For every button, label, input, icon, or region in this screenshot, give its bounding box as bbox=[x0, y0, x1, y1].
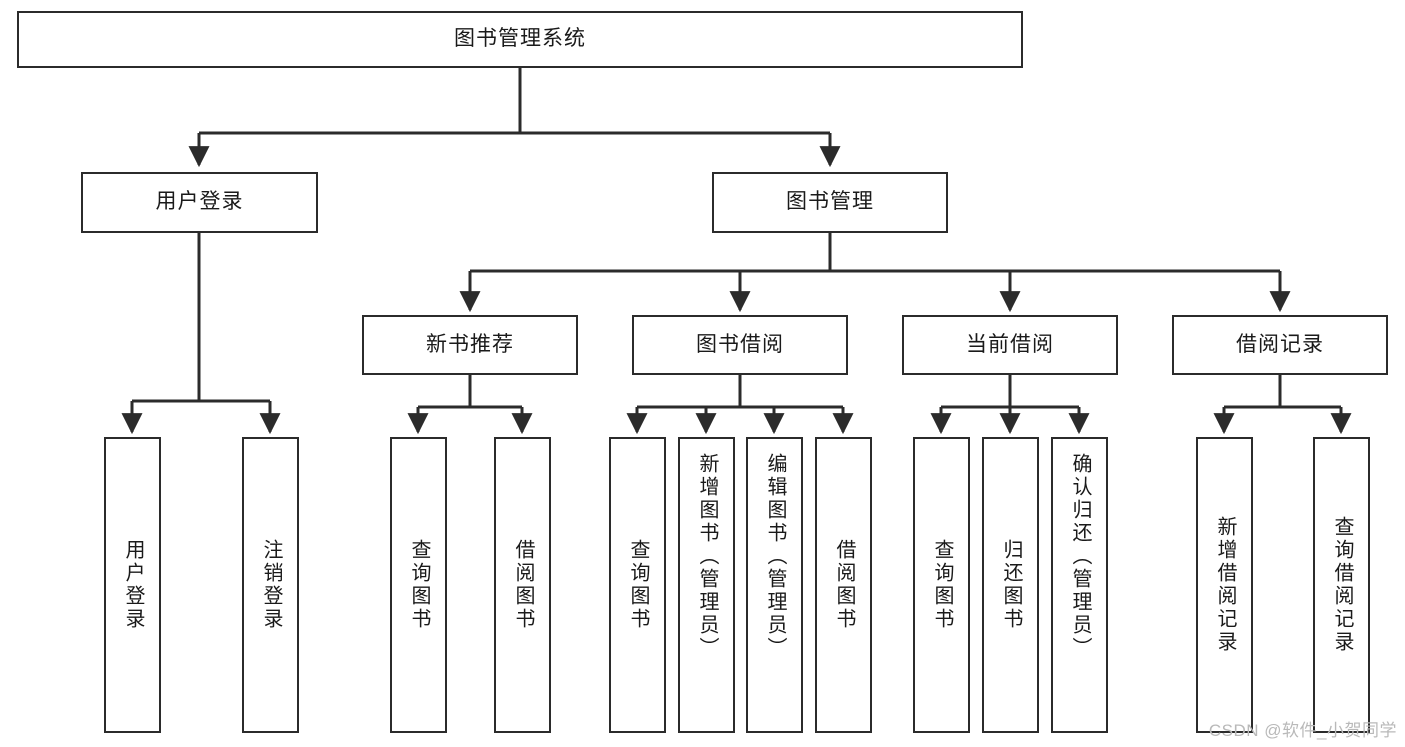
node-book-borrow[interactable]: 图书借阅 bbox=[632, 315, 848, 375]
node-label: 查询图书 bbox=[627, 539, 649, 631]
node-label: 借阅图书 bbox=[833, 539, 855, 631]
node-label: 新增借阅记录 bbox=[1214, 516, 1236, 654]
node-leaf-borrow-record-query[interactable]: 查询借阅记录 bbox=[1313, 437, 1370, 733]
node-root-book-management-system[interactable]: 图书管理系统 bbox=[17, 11, 1023, 68]
node-user-login[interactable]: 用户登录 bbox=[81, 172, 318, 233]
node-leaf-new-book-borrow[interactable]: 借阅图书 bbox=[494, 437, 551, 733]
node-label: 确认归还（管理员） bbox=[1069, 453, 1091, 660]
node-label: 查询图书 bbox=[408, 539, 430, 631]
node-leaf-book-borrow-add[interactable]: 新增图书（管理员） bbox=[678, 437, 735, 733]
node-leaf-current-borrow-confirm[interactable]: 确认归还（管理员） bbox=[1051, 437, 1108, 733]
node-label: 编辑图书（管理员） bbox=[764, 453, 786, 660]
node-label: 借阅记录 bbox=[1236, 332, 1324, 356]
node-label: 查询图书 bbox=[931, 539, 953, 631]
node-label: 用户登录 bbox=[122, 539, 144, 631]
node-label: 查询借阅记录 bbox=[1331, 516, 1353, 654]
node-book-management[interactable]: 图书管理 bbox=[712, 172, 948, 233]
node-leaf-borrow-record-add[interactable]: 新增借阅记录 bbox=[1196, 437, 1253, 733]
watermark-text: CSDN @软件_小贺同学 bbox=[1208, 721, 1397, 740]
node-label: 注销登录 bbox=[260, 539, 282, 631]
node-leaf-current-borrow-return[interactable]: 归还图书 bbox=[982, 437, 1039, 733]
node-label: 新增图书（管理员） bbox=[696, 453, 718, 660]
node-leaf-current-borrow-query[interactable]: 查询图书 bbox=[913, 437, 970, 733]
node-new-book-recommend[interactable]: 新书推荐 bbox=[362, 315, 578, 375]
node-label: 当前借阅 bbox=[966, 332, 1054, 356]
node-leaf-user-login-logout[interactable]: 注销登录 bbox=[242, 437, 299, 733]
node-leaf-book-borrow-edit[interactable]: 编辑图书（管理员） bbox=[746, 437, 803, 733]
node-leaf-book-borrow-borrow[interactable]: 借阅图书 bbox=[815, 437, 872, 733]
node-label: 图书借阅 bbox=[696, 332, 784, 356]
node-label: 用户登录 bbox=[155, 190, 244, 214]
node-current-borrow[interactable]: 当前借阅 bbox=[902, 315, 1118, 375]
node-leaf-book-borrow-query[interactable]: 查询图书 bbox=[609, 437, 666, 733]
node-label: 图书管理系统 bbox=[454, 27, 586, 51]
node-leaf-user-login-login[interactable]: 用户登录 bbox=[104, 437, 161, 733]
node-label: 图书管理 bbox=[786, 190, 874, 214]
node-leaf-new-book-query[interactable]: 查询图书 bbox=[390, 437, 447, 733]
node-label: 借阅图书 bbox=[512, 539, 534, 631]
node-borrow-record[interactable]: 借阅记录 bbox=[1172, 315, 1388, 375]
node-label: 归还图书 bbox=[1000, 539, 1022, 631]
node-label: 新书推荐 bbox=[426, 332, 514, 356]
